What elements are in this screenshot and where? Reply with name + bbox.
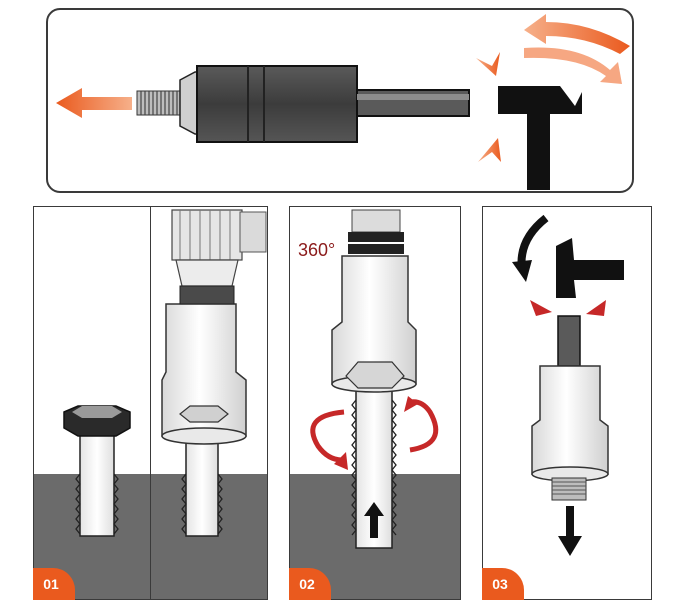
rotate-arrow-icon-right <box>409 399 439 453</box>
arrow-left-icon <box>56 88 132 118</box>
arrow-down-icon <box>558 506 582 556</box>
hammer-icon <box>498 86 582 190</box>
drive-rod <box>356 89 470 117</box>
hammer-icon <box>556 238 624 298</box>
top-illustration <box>56 14 630 190</box>
rotate-arrow-icon-left <box>310 409 345 463</box>
step3-illustration <box>512 214 624 556</box>
step2-illustration <box>290 209 460 599</box>
arrow-up-icon <box>364 502 384 538</box>
step-badge-01: 01 <box>33 568 75 600</box>
step1-right-illustration <box>151 209 267 599</box>
extractor-sleeve <box>531 365 609 475</box>
step-badge-03: 03 <box>482 568 524 600</box>
curved-arrow-icon <box>524 14 630 54</box>
step-badge-02: 02 <box>289 568 331 600</box>
rotation-label: 360° <box>298 240 336 260</box>
extractor-sleeve <box>196 65 358 143</box>
drill-chuck <box>171 209 243 261</box>
curved-arrow-icon-2 <box>524 47 622 84</box>
step1-left-illustration <box>34 405 150 599</box>
impact-chevron-bottom <box>478 138 501 162</box>
bolt-head <box>179 71 199 135</box>
bolt-thread <box>136 90 182 116</box>
impact-chevron-top <box>476 52 500 76</box>
